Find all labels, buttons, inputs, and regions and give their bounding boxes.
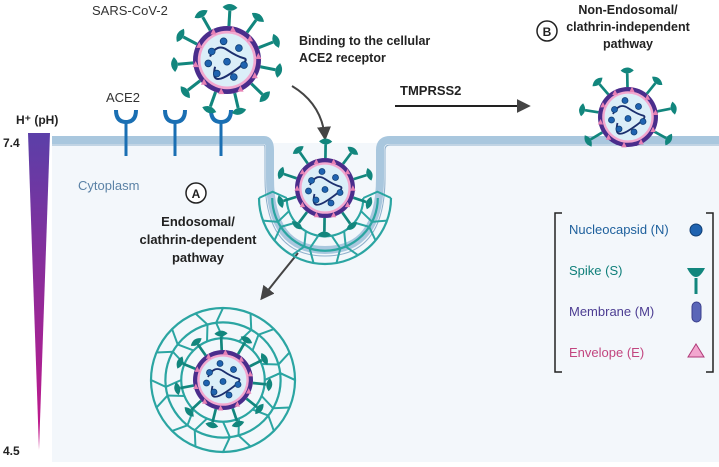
nucleocapsid-bead: [636, 104, 642, 110]
binding-label-line1: Binding to the cellular: [299, 34, 430, 48]
spike-stalk: [657, 109, 670, 112]
pathway-b-line1: Non-Endosomal/: [578, 3, 678, 17]
pathway-a-marker: A: [192, 187, 201, 201]
spike-stalk: [260, 67, 275, 70]
nucleocapsid-bead: [616, 126, 622, 132]
nucleocapsid-bead: [609, 117, 615, 123]
nucleocapsid-bead: [337, 190, 343, 196]
nucleocapsid-bead: [241, 62, 248, 69]
spike-stalk: [210, 92, 215, 106]
nucleocapsid-bead: [220, 38, 227, 45]
nucleocapsid-bead: [319, 169, 325, 175]
nucleocapsid-bead: [205, 60, 212, 67]
pathway-b-line2: clathrin-independent: [566, 20, 690, 34]
spike-stalk: [188, 81, 200, 90]
nucleocapsid-bead: [625, 116, 631, 122]
spike-stalk: [259, 42, 273, 48]
spike-head: [272, 34, 279, 48]
nucleocapsid-bead: [333, 175, 339, 181]
spike-stalk: [253, 383, 266, 384]
spike-head: [171, 57, 178, 72]
nucleocapsid-bead: [622, 98, 628, 104]
pathway-b-marker: B: [543, 25, 552, 39]
virion-fusing: [579, 68, 677, 148]
legend-label-envelope: Envelope (E): [569, 345, 644, 360]
nucleocapsid-bead: [224, 58, 231, 65]
legend-label-spike: Spike (S): [569, 263, 622, 278]
legend-label-membrane: Membrane (M): [569, 304, 654, 319]
nucleocapsid-bead: [306, 188, 312, 194]
nucleocapsid-bead: [213, 70, 220, 77]
ph-gradient-bar: [28, 133, 50, 450]
spike-stalk: [647, 83, 655, 93]
spike-head: [671, 102, 677, 115]
spike-stalk: [229, 11, 230, 26]
virus-name-label: SARS-CoV-2: [92, 3, 168, 18]
pathway-a-line2: clathrin-dependent: [139, 232, 257, 247]
legend-label-nucleocapsid: Nucleocapsid (N): [569, 222, 669, 237]
spike-stalk: [178, 63, 193, 64]
spike-head: [275, 63, 282, 78]
spike-stalk: [585, 110, 598, 112]
spike-head: [621, 68, 634, 74]
spike-stalk: [183, 37, 197, 44]
nucleocapsid-icon: [690, 224, 702, 236]
spike-head: [252, 13, 264, 22]
spike-head: [223, 4, 238, 11]
spike-stalk: [221, 337, 222, 350]
spike-stalk: [251, 84, 262, 95]
nucleocapsid-bead: [631, 129, 637, 135]
ph-bottom-value: 4.5: [3, 444, 20, 458]
nucleocapsid-bead: [640, 119, 646, 125]
nucleocapsid-bead: [207, 370, 213, 376]
membrane-icon: [692, 302, 701, 322]
nucleocapsid-bead: [309, 178, 315, 184]
pathway-a-line3: pathway: [172, 250, 225, 265]
nucleocapsid-bead: [230, 74, 237, 81]
spike-head: [195, 10, 208, 18]
spike-head: [202, 106, 216, 113]
spike-stalk: [203, 17, 211, 30]
pathway-b-line3: pathway: [603, 37, 653, 51]
nucleocapsid-bead: [236, 45, 243, 52]
spike-head: [232, 108, 247, 115]
spike-stalk: [247, 20, 256, 32]
nucleocapsid-bead: [220, 379, 226, 385]
nucleocapsid-bead: [235, 382, 241, 388]
spike-head: [579, 103, 585, 116]
pathway-a-line1: Endosomal/: [161, 214, 235, 229]
spike-stalk: [235, 93, 238, 108]
nucleocapsid-bead: [322, 187, 328, 193]
nucleocapsid-bead: [204, 380, 210, 386]
binding-arrow: [292, 86, 325, 138]
nucleocapsid-bead: [211, 389, 217, 395]
ace2-label: ACE2: [106, 90, 140, 105]
spike-head: [176, 29, 184, 42]
cytoplasm-region: [52, 143, 719, 462]
tmprss2-label: TMPRSS2: [400, 83, 461, 98]
spike-stalk: [599, 84, 608, 94]
virion-free: [171, 4, 282, 115]
ph-axis-title: H⁺ (pH): [16, 113, 58, 127]
cytoplasm-label: Cytoplasm: [78, 178, 139, 193]
nucleocapsid-bead: [612, 107, 618, 113]
nucleocapsid-bead: [231, 367, 237, 373]
nucleocapsid-bead: [217, 361, 223, 367]
nucleocapsid-bead: [328, 200, 334, 206]
nucleocapsid-bead: [313, 197, 319, 203]
binding-label-line2: ACE2 receptor: [299, 51, 386, 65]
nucleocapsid-bead: [226, 392, 232, 398]
nucleocapsid-bead: [208, 48, 215, 55]
ph-top-value: 7.4: [3, 136, 20, 150]
